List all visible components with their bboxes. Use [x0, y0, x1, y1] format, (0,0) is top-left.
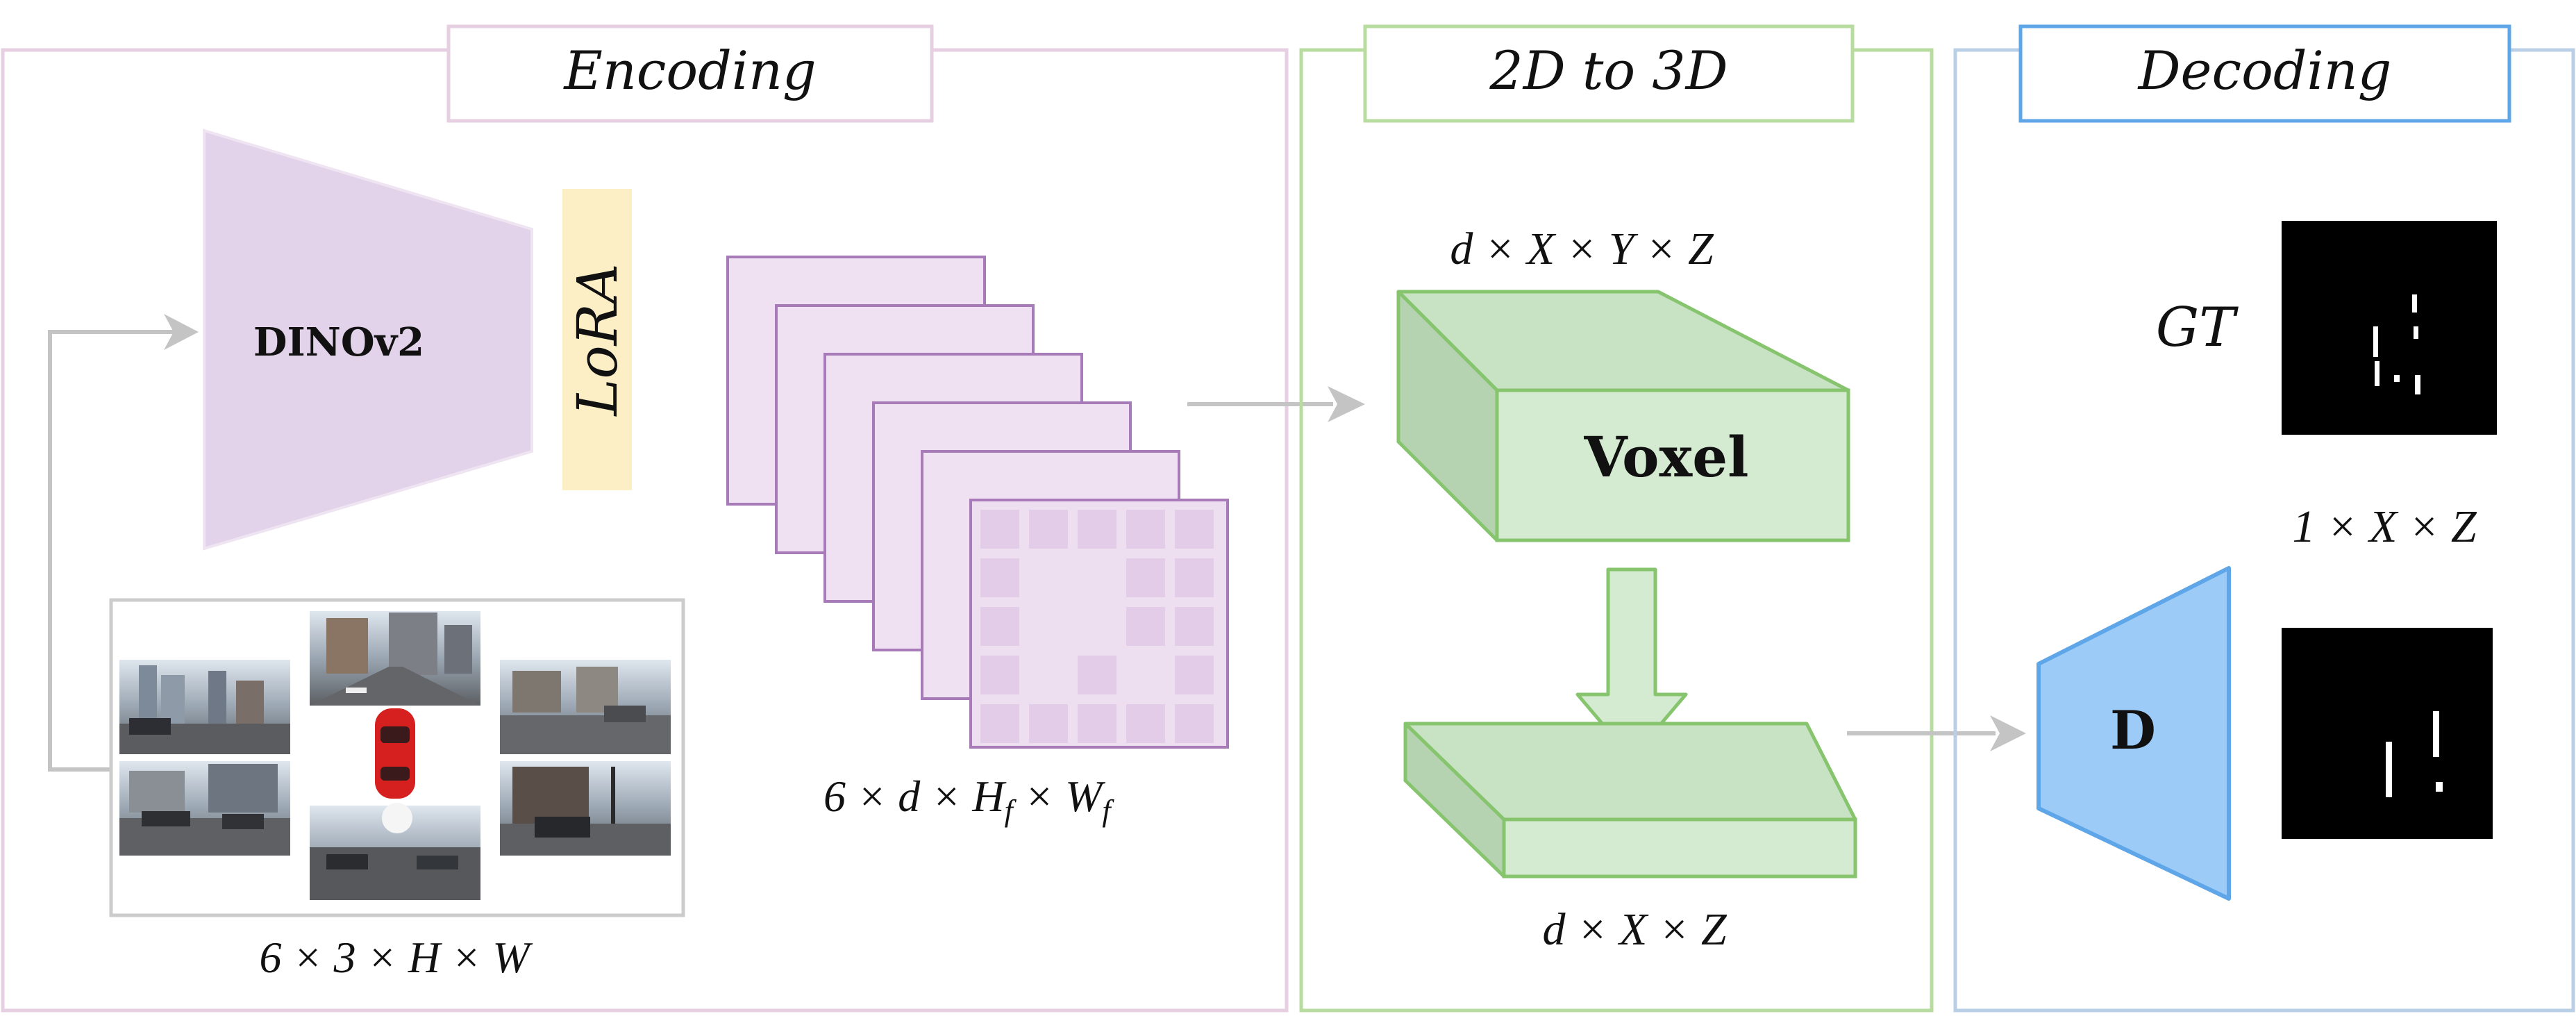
- input-shape-label: 6 × 3 × H × W: [259, 933, 533, 982]
- bev-to-decoder-arrowhead: [1990, 715, 2026, 751]
- voxel-shape-label: d × X × Y × Z: [1450, 224, 1714, 274]
- feature-map-front: [969, 499, 1229, 749]
- voxel-volume: [1396, 290, 1850, 542]
- decoding-panel-frame: [1953, 48, 2575, 1013]
- ego-vehicle-icon: [375, 708, 415, 799]
- voxel-label: Voxel: [1583, 424, 1748, 490]
- lora-label: LoRA: [565, 263, 630, 417]
- feature-shape-label: 6 × d × Hf × Wf: [823, 772, 1114, 828]
- encoding-title: Encoding: [562, 40, 816, 101]
- camera-front-left: [119, 660, 290, 754]
- decoder: [2036, 566, 2231, 901]
- bev-feature-slab: [1403, 722, 1857, 878]
- input-feedback-arrow: [48, 330, 174, 772]
- lift-title-box: [1363, 24, 1855, 123]
- gt-map: [2282, 221, 2497, 435]
- camera-back-right: [500, 761, 671, 856]
- prediction-map: [2282, 628, 2493, 839]
- decoder-label: D: [2110, 699, 2156, 761]
- input-feedback-arrowhead: [164, 314, 199, 350]
- camera-back: [310, 803, 480, 900]
- bev-shape-label: d × X × Z: [1542, 904, 1727, 955]
- dinov2-encoder: [203, 128, 533, 551]
- features-to-voxel-arrowhead: [1328, 386, 1365, 422]
- gt-label: GT: [2156, 297, 2239, 359]
- lora-adapter: [562, 189, 632, 490]
- encoding-title-box: [446, 24, 934, 123]
- camera-front-right: [500, 660, 671, 754]
- output-shape-label: 1 × X × Z: [2292, 501, 2477, 552]
- camera-back-left: [119, 761, 290, 856]
- dinov2-label: DINOv2: [253, 319, 424, 365]
- feature-map-stack: [726, 256, 1229, 749]
- lift-title: 2D to 3D: [1489, 40, 1728, 101]
- decoding-title-box: [2018, 24, 2511, 123]
- camera-front: [310, 611, 480, 706]
- decoding-title: Decoding: [2137, 40, 2392, 101]
